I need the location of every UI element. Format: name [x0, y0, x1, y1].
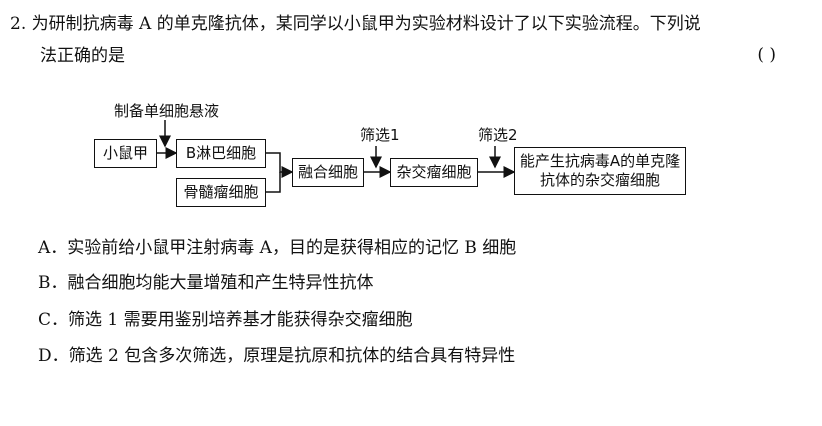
question-stem-line1: 2. 为研制抗病毒 A 的单克隆抗体，某同学以小鼠甲为实验材料设计了以下实验流程…	[10, 14, 701, 34]
box-myeloma: 骨髓瘤细胞	[176, 178, 266, 207]
screen1-label: 筛选1	[360, 126, 400, 144]
box-bcell: B淋巴细胞	[176, 139, 266, 168]
arrow-myeloma-to-fusion	[266, 172, 281, 193]
option-a[interactable]: A．实验前给小鼠甲注射病毒 A，目的是获得相应的记忆 B 细胞	[38, 238, 517, 258]
prep-label: 制备单细胞悬液	[114, 102, 220, 120]
screen2-label: 筛选2	[478, 126, 518, 144]
box-hybrid: 杂交瘤细胞	[390, 158, 478, 187]
box-fusion: 融合细胞	[292, 158, 364, 187]
option-c[interactable]: C．筛选 1 需要用鉴别培养基才能获得杂交瘤细胞	[38, 310, 413, 330]
answer-parentheses: ( )	[757, 45, 776, 65]
box-mouse: 小鼠甲	[94, 139, 157, 168]
option-b[interactable]: B．融合细胞均能大量增殖和产生特异性抗体	[38, 273, 374, 293]
question-stem-line2: 法正确的是	[40, 46, 125, 66]
arrow-bcell-to-fusion	[266, 152, 294, 178]
option-d[interactable]: D．筛选 2 包含多次筛选，原理是抗原和抗体的结合具有特异性	[38, 346, 516, 366]
box-final: 能产生抗病毒A的单克隆 抗体的杂交瘤细胞	[514, 147, 686, 195]
